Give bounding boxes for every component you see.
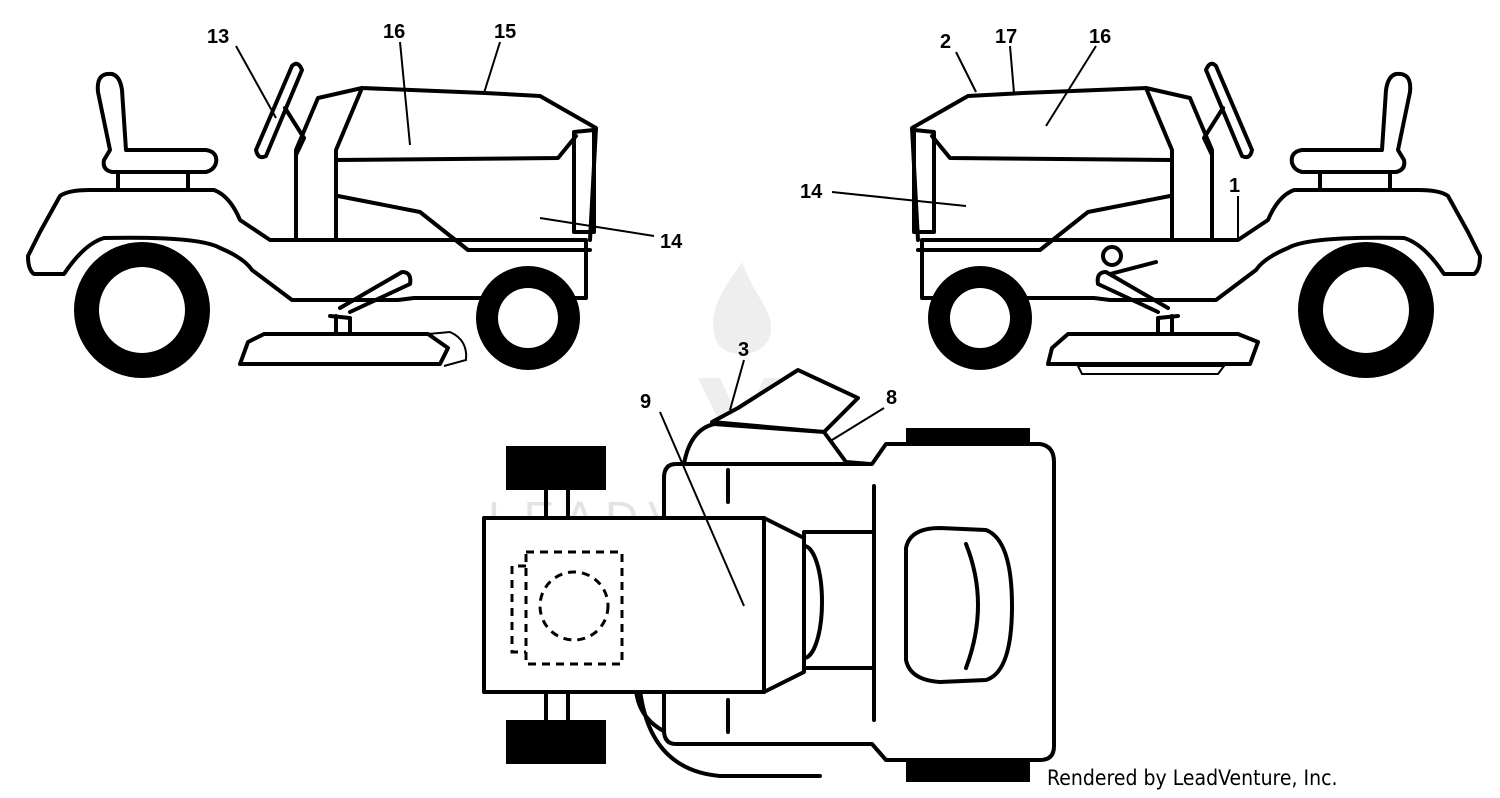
rear-axle — [544, 488, 570, 722]
callout-1: 1 — [1229, 175, 1240, 197]
pedal — [338, 270, 413, 314]
callout-8: 8 — [886, 387, 897, 409]
tractor-left-side-view: 13 16 15 14 — [26, 21, 683, 378]
leader-13 — [235, 45, 277, 119]
steering-column — [1202, 106, 1225, 157]
callout-2: 2 — [940, 31, 951, 53]
rear-hub — [99, 267, 185, 353]
leader-14 — [831, 191, 967, 207]
seat-back-top — [964, 542, 980, 670]
battery-tab — [510, 564, 526, 654]
grille — [912, 128, 936, 234]
leader-3 — [729, 359, 745, 411]
watermark-flame-icon — [713, 262, 772, 355]
front-hub — [950, 288, 1010, 348]
front-hub — [498, 288, 558, 348]
deck-mount — [328, 314, 352, 336]
steering-wheel — [254, 61, 304, 160]
right-view-callouts: 2 17 16 14 1 — [800, 26, 1240, 240]
leader-8 — [831, 407, 885, 441]
seat-post — [1318, 170, 1392, 192]
callout-15: 15 — [494, 21, 516, 43]
callout-9: 9 — [640, 391, 651, 413]
hood — [910, 86, 1174, 252]
deck-bottom-arc — [638, 688, 822, 778]
rear-body-top — [482, 516, 806, 694]
seat — [95, 71, 219, 174]
rendered-by-credit: Rendered by LeadVenture, Inc. — [1047, 766, 1338, 790]
hood — [334, 86, 598, 252]
rear-hub — [1323, 267, 1409, 353]
callout-14: 14 — [800, 181, 823, 203]
frame — [920, 188, 1482, 302]
lift-lever-knob — [1101, 245, 1123, 267]
callout-3: 3 — [738, 339, 749, 361]
rear-wheel-bottom-left — [506, 720, 606, 764]
dash — [1144, 86, 1214, 242]
mower-deck — [1046, 332, 1260, 366]
leader-16 — [399, 41, 411, 146]
leader-9 — [659, 411, 745, 607]
leader-17 — [1009, 45, 1015, 94]
leader-15 — [483, 41, 501, 94]
callout-14: 14 — [660, 231, 683, 253]
frame — [26, 188, 588, 302]
discharge-chute — [427, 330, 468, 367]
deck-mount — [1156, 314, 1180, 336]
tractor-top-view: 3 9 8 — [482, 339, 1056, 782]
seat-top — [904, 526, 1014, 684]
deck-skirt — [1076, 365, 1226, 375]
tractor-right-side-view — [910, 61, 1482, 378]
lift-lever — [1108, 260, 1158, 276]
battery-outline — [524, 550, 624, 666]
seat-post — [116, 170, 190, 192]
callout-16: 16 — [1089, 26, 1111, 48]
front-tire-bottom — [906, 760, 1030, 782]
discharge-chute-top — [710, 368, 860, 434]
pedal — [1095, 270, 1170, 314]
callout-16: 16 — [383, 21, 405, 43]
fuel-cap-outline — [538, 570, 610, 642]
leader-2 — [955, 51, 977, 93]
rear-wheel-top-left — [506, 446, 606, 490]
mower-deck — [238, 332, 450, 366]
callout-13: 13 — [207, 26, 229, 48]
leader-16 — [1045, 45, 1097, 127]
callout-17: 17 — [995, 26, 1017, 48]
leader-14 — [539, 217, 655, 237]
seat — [1289, 71, 1413, 174]
grille — [572, 128, 596, 234]
steering-wheel — [1204, 61, 1254, 160]
steering-column — [283, 106, 306, 157]
dash — [294, 86, 364, 242]
